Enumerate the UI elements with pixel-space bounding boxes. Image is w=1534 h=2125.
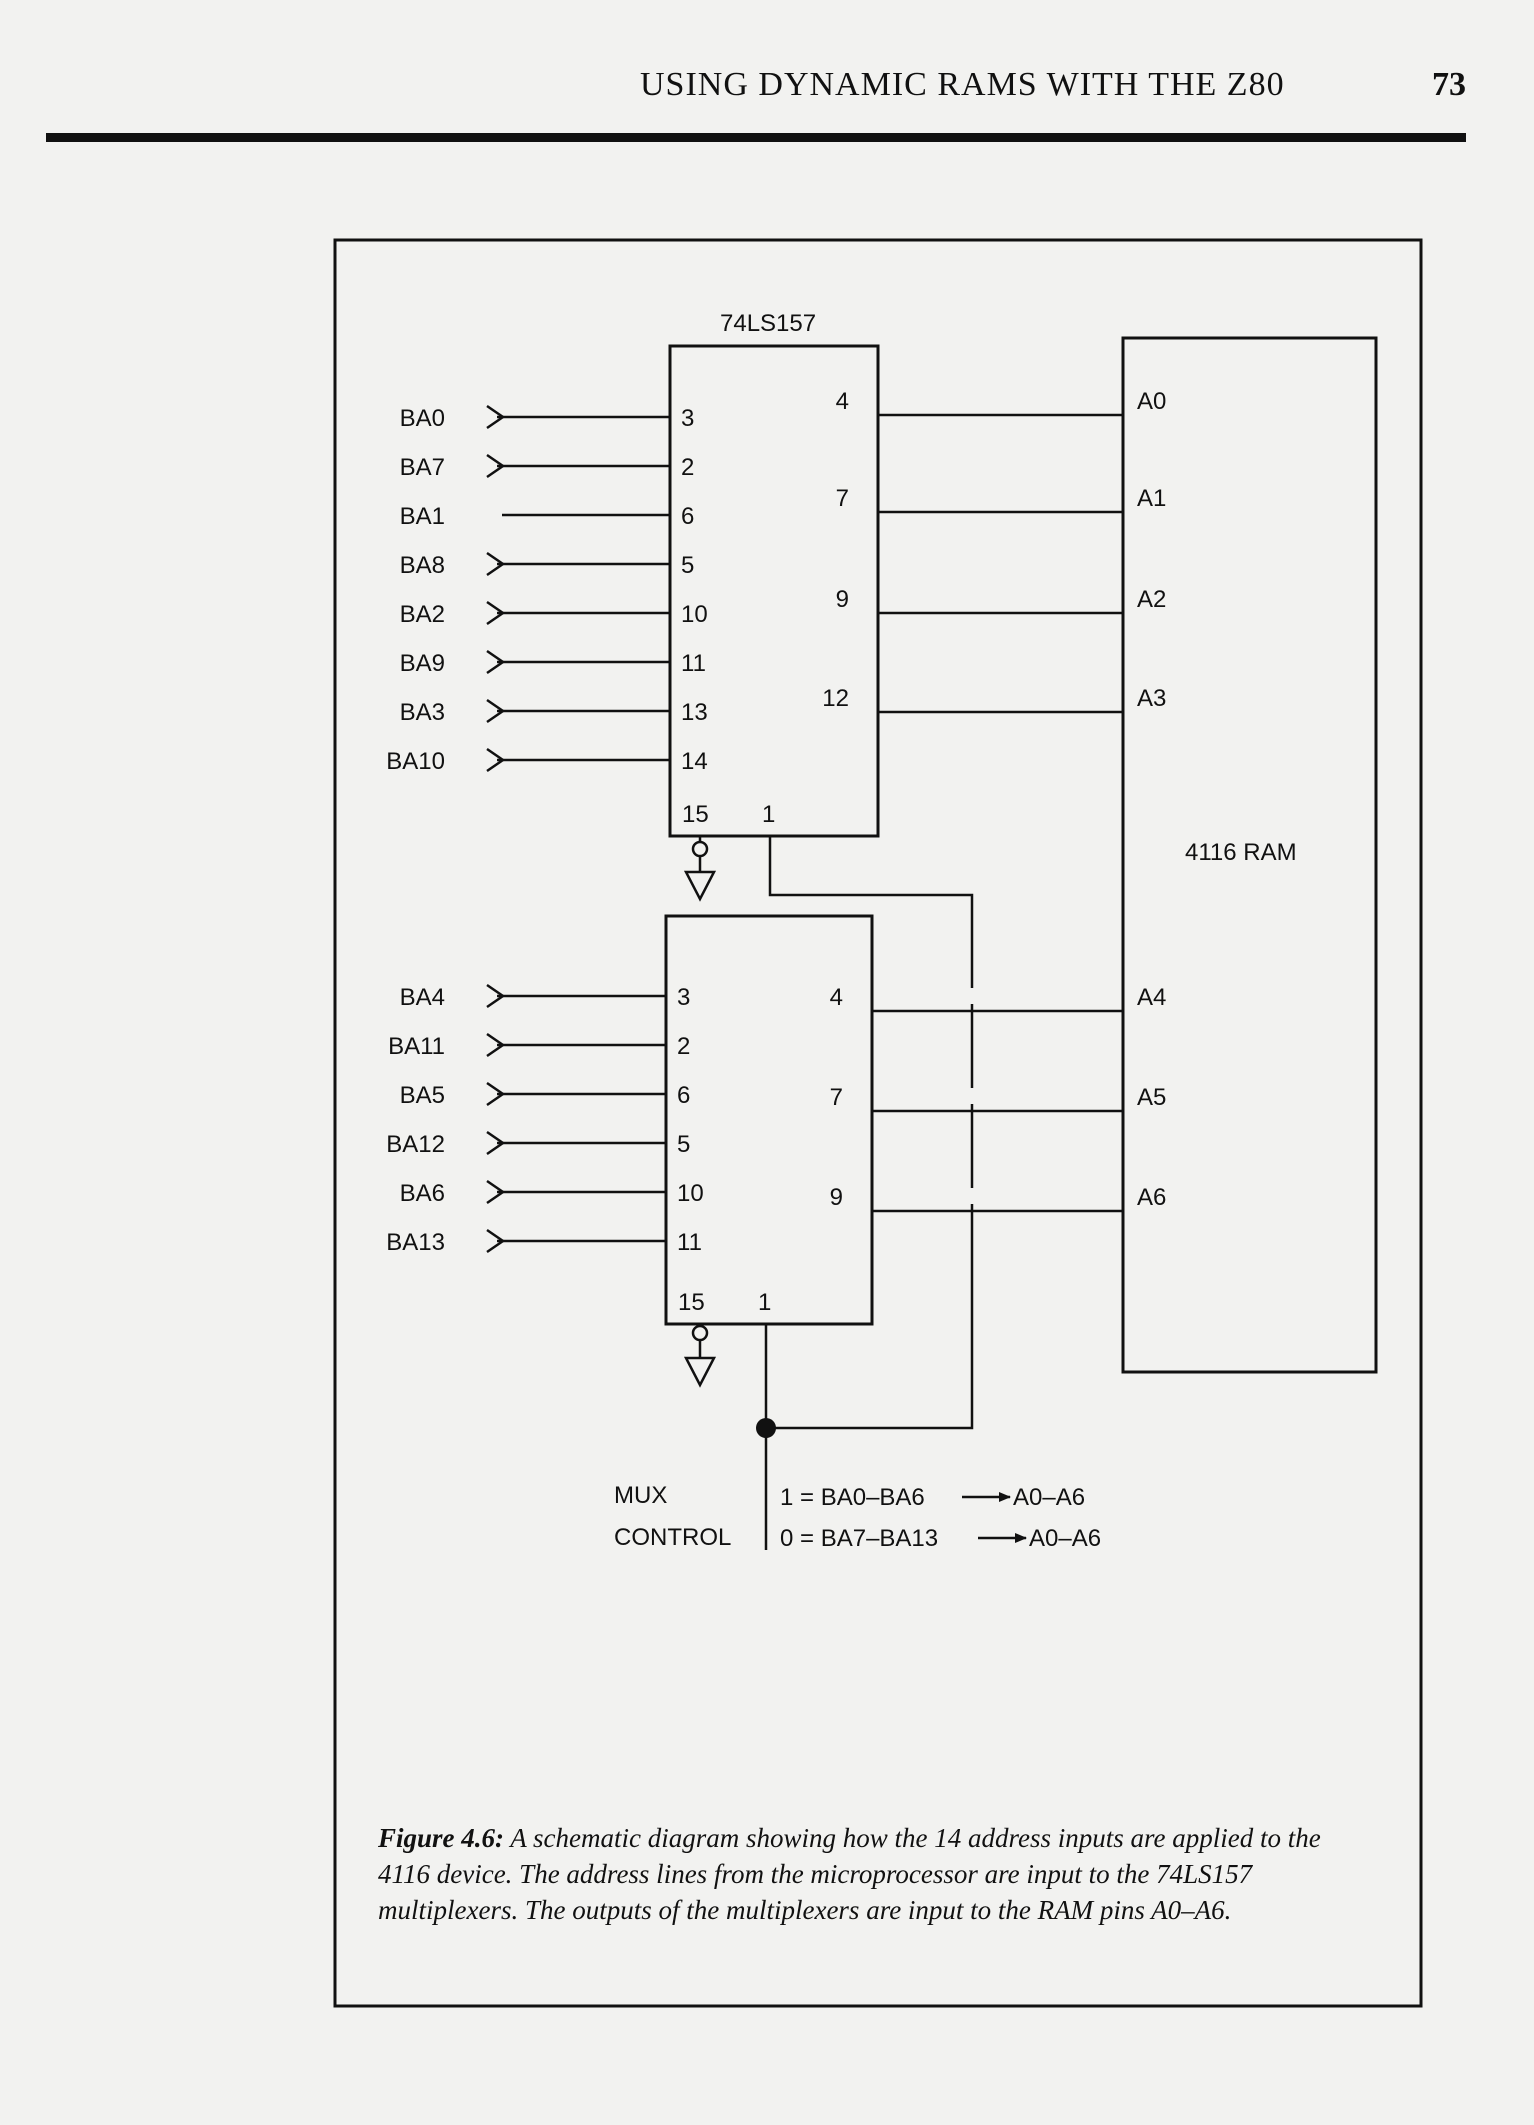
ram-label: 4116 RAM [1185, 839, 1297, 866]
mux2-enable-pin: 15 [678, 1289, 705, 1316]
header-rule [46, 133, 1466, 142]
mux1-input-pin: 6 [681, 503, 694, 530]
mux1-output-pin: 12 [822, 685, 849, 712]
mux2-chip [664, 914, 874, 1326]
mux1-output-pin: 9 [836, 586, 849, 613]
mux1-chip-label: 74LS157 [720, 310, 816, 337]
mux1-input-pin: 11 [681, 650, 706, 677]
mux1-output-pin: 7 [836, 485, 849, 512]
mux2-output-pin: 9 [830, 1184, 843, 1211]
mux2-input-label-ba4: BA4 [400, 984, 445, 1011]
ram-pin-label-a1: A1 [1137, 485, 1166, 512]
mux1-input-pin: 3 [681, 405, 694, 432]
ram-chip [1121, 336, 1378, 1374]
mux-control-state0: 0 = BA7–BA13 [780, 1525, 938, 1552]
mux1-select-pin: 1 [762, 801, 775, 828]
mux2-input-label-ba11: BA11 [388, 1033, 445, 1060]
mux1-input-pin: 14 [681, 748, 708, 775]
ram-pin-label-a3: A3 [1137, 685, 1166, 712]
ram-pin-label-a0: A0 [1137, 388, 1166, 415]
mux-control-state1: 1 = BA0–BA6 [780, 1484, 925, 1511]
figure-frame [333, 238, 1423, 2008]
mux2-input-label-ba5: BA5 [400, 1082, 445, 1109]
mux1-ground-symbol [683, 836, 717, 902]
mux1-chip [668, 344, 880, 838]
mux-control-label-line1: MUX [614, 1482, 667, 1509]
mux2-input-pin: 10 [677, 1180, 704, 1207]
caption-text: A schematic diagram showing how the 14 a… [378, 1823, 1321, 1925]
mux2-input-pin: 5 [677, 1131, 690, 1158]
ram-pin-label-a4: A4 [1137, 984, 1166, 1011]
mux1-input-label-ba1: BA1 [400, 503, 445, 530]
mux2-input-pin: 3 [677, 984, 690, 1011]
control-junction-dot [756, 1418, 776, 1438]
mux1-input-label-ba2: BA2 [400, 601, 445, 628]
mux2-ground-symbol [683, 1324, 717, 1388]
mux1-input-label-ba10: BA10 [386, 748, 445, 775]
figure-caption: Figure 4.6: A schematic diagram showing … [378, 1820, 1378, 1928]
ram-pin-label-a6: A6 [1137, 1184, 1166, 1211]
mux2-input-pin: 6 [677, 1082, 690, 1109]
mux1-input-pin: 5 [681, 552, 694, 579]
ram-pin-label-a5: A5 [1137, 1084, 1166, 1111]
mux1-input-label-ba0: BA0 [400, 405, 445, 432]
mux2-select-pin: 1 [758, 1289, 771, 1316]
mux2-input-pin: 2 [677, 1033, 690, 1060]
mux-control-state0-target: A0–A6 [1029, 1525, 1101, 1552]
mux1-enable-pin: 15 [682, 801, 709, 828]
mux-control-label-line2: CONTROL [614, 1524, 731, 1551]
mux-select-wiring [764, 836, 974, 1550]
ram-pin-label-a2: A2 [1137, 586, 1166, 613]
mux1-input-label-ba8: BA8 [400, 552, 445, 579]
mux1-input-label-ba3: BA3 [400, 699, 445, 726]
mux1-input-pin: 13 [681, 699, 708, 726]
mux2-input-pin: 11 [677, 1229, 702, 1256]
mux2-input-label-ba13: BA13 [386, 1229, 445, 1256]
mux1-input-pin: 10 [681, 601, 708, 628]
mux2-output-pin: 7 [830, 1084, 843, 1111]
mux2-output-pin: 4 [830, 984, 843, 1011]
caption-label: Figure 4.6: [378, 1823, 505, 1853]
mux1-output-pin: 4 [836, 388, 849, 415]
mux1-input-label-ba7: BA7 [400, 454, 445, 481]
mux2-input-label-ba12: BA12 [386, 1131, 445, 1158]
mux-control-state1-target: A0–A6 [1013, 1484, 1085, 1511]
mux1-input-label-ba9: BA9 [400, 650, 445, 677]
mux1-input-pin: 2 [681, 454, 694, 481]
running-header: USING DYNAMIC RAMS WITH THE Z80 [640, 66, 1285, 103]
page-number: 73 [1432, 66, 1466, 103]
mux2-input-label-ba6: BA6 [400, 1180, 445, 1207]
